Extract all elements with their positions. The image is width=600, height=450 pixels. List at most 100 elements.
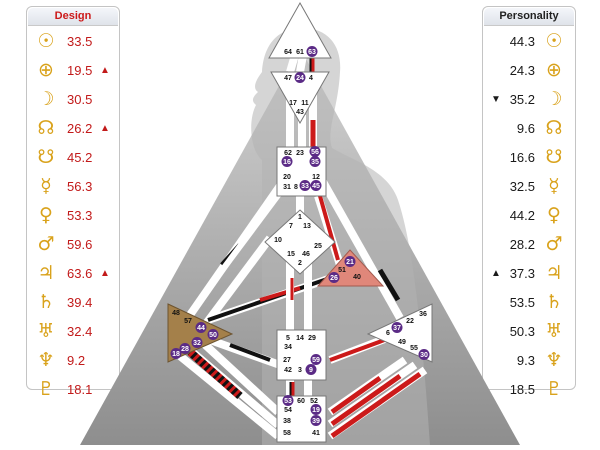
- personality-row-venus: ♀44.2: [483, 201, 575, 230]
- head-center: [268, 1, 332, 59]
- personality-gate-value: 44.3: [509, 34, 535, 49]
- gate-label: 31: [283, 184, 291, 191]
- north-node-icon: ☊: [545, 117, 563, 139]
- personality-row-saturn: ♄ 53.5: [483, 288, 575, 317]
- personality-gate-value: 53.5: [509, 295, 535, 310]
- gate-label: 5: [286, 335, 290, 342]
- personality-gate-value: 9.6: [516, 121, 535, 136]
- gate-label: 4: [309, 75, 313, 82]
- active-gate-circle: [310, 354, 322, 365]
- active-gate-circle: [310, 415, 322, 426]
- gate-label: 49: [398, 339, 406, 346]
- saturn-icon: ♄: [545, 291, 563, 313]
- active-gate-circle: [191, 337, 203, 348]
- saturn-icon: ♄: [37, 291, 55, 313]
- gate-label: 23: [296, 150, 304, 157]
- personality-gate-value: 50.3: [509, 324, 535, 339]
- personality-gate-value: 9.3: [516, 353, 535, 368]
- exalted-marker-icon: ▲: [491, 268, 501, 279]
- personality-gate-value: 28.2: [509, 237, 535, 252]
- design-row-north-node: ☊26.2▲: [27, 114, 119, 143]
- gate-label: 34: [284, 344, 292, 351]
- gate-label: 37: [393, 325, 401, 332]
- design-row-mercury: ☿ 56.3: [27, 172, 119, 201]
- moon-icon: ☽: [545, 88, 563, 110]
- gate-label: 19: [312, 407, 320, 414]
- design-gate-value: 30.5: [67, 92, 93, 107]
- personality-gate-value: 44.2: [509, 208, 535, 223]
- gate-label: 46: [302, 251, 310, 258]
- gate-label: 35: [311, 159, 319, 166]
- design-gate-value: 9.2: [67, 353, 86, 368]
- gate-label: 50: [209, 332, 217, 339]
- personality-row-sun: ☉ 44.3: [483, 27, 575, 56]
- gate-label: 51: [338, 267, 346, 274]
- design-gate-value: 18.1: [67, 382, 93, 397]
- personality-row-jupiter: ♃37.3▲: [483, 259, 575, 288]
- active-gate-circle: [195, 322, 207, 333]
- neptune-icon: ♆: [37, 349, 55, 371]
- design-row-jupiter: ♃63.6▲: [27, 259, 119, 288]
- personality-row-neptune: ♆ 9.3: [483, 346, 575, 375]
- design-gate-value: 56.3: [67, 179, 93, 194]
- gate-label: 21: [346, 259, 354, 266]
- venus-icon: ♀: [39, 204, 53, 226]
- channels: [177, 53, 428, 440]
- gate-label: 52: [310, 398, 318, 405]
- personality-gate-value: 18.5: [509, 382, 535, 397]
- design-row-pluto: ♇18.1: [27, 375, 119, 404]
- earth-icon: ⊕: [546, 59, 562, 81]
- mars-icon: ♂: [37, 233, 55, 255]
- personality-row-mars: ♂28.2: [483, 230, 575, 259]
- gate-label: 13: [303, 223, 311, 230]
- active-gate-circle: [179, 343, 191, 354]
- gate-label: 44: [197, 325, 205, 332]
- design-row-neptune: ♆ 9.2: [27, 346, 119, 375]
- personality-row-uranus: ♅50.3: [483, 317, 575, 346]
- south-node-icon: ☋: [37, 146, 55, 168]
- gate-label: 28: [181, 346, 189, 353]
- north-node-icon: ☊: [37, 117, 55, 139]
- personality-row-south-node: ☋16.6: [483, 143, 575, 172]
- gate-label: 42: [284, 367, 292, 374]
- active-gate-circle: [305, 364, 317, 375]
- design-panel: Design ☉33.5⊕19.5▲☽30.5☊26.2▲☋45.2☿56.3♀…: [26, 6, 120, 400]
- gate-label: 9: [309, 367, 313, 374]
- exalted-marker-icon: ▲: [100, 268, 110, 279]
- active-gate-circle: [418, 349, 430, 360]
- design-row-saturn: ♄39.4: [27, 288, 119, 317]
- gate-label: 25: [314, 243, 322, 250]
- gate-label: 11: [301, 100, 309, 107]
- personality-row-pluto: ♇18.5: [483, 375, 575, 404]
- gate-label: 22: [406, 318, 414, 325]
- exalted-marker-icon: ▲: [100, 65, 110, 76]
- active-gate-circle: [310, 404, 322, 415]
- uranus-icon: ♅: [37, 320, 55, 342]
- personality-row-moon: ☽35.2▼: [483, 85, 575, 114]
- gate-label: 41: [312, 430, 320, 437]
- gate-label: 17: [289, 100, 297, 107]
- active-gate-circle: [344, 256, 356, 267]
- sun-icon: ☉: [545, 30, 563, 52]
- design-panel-title: Design: [28, 8, 118, 26]
- gate-label: 8: [294, 184, 298, 191]
- mercury-icon: ☿: [40, 175, 52, 197]
- personality-row-mercury: ☿32.5: [483, 172, 575, 201]
- earth-icon: ⊕: [38, 59, 54, 81]
- personality-gate-value: 24.3: [509, 63, 535, 78]
- gate-label: 61: [296, 49, 304, 56]
- gate-label: 56: [311, 149, 319, 156]
- gate-label: 39: [312, 418, 320, 425]
- gate-label: 59: [312, 357, 320, 364]
- gate-label: 33: [301, 183, 309, 190]
- gate-label: 60: [297, 398, 305, 405]
- design-gate-value: 32.4: [67, 324, 93, 339]
- personality-row-earth: ⊕ 24.3: [483, 56, 575, 85]
- neptune-icon: ♆: [545, 349, 563, 371]
- detriment-marker-icon: ▼: [491, 94, 501, 105]
- gate-label: 38: [283, 418, 291, 425]
- active-gate-circle: [299, 180, 311, 191]
- gate-label: 16: [283, 159, 291, 166]
